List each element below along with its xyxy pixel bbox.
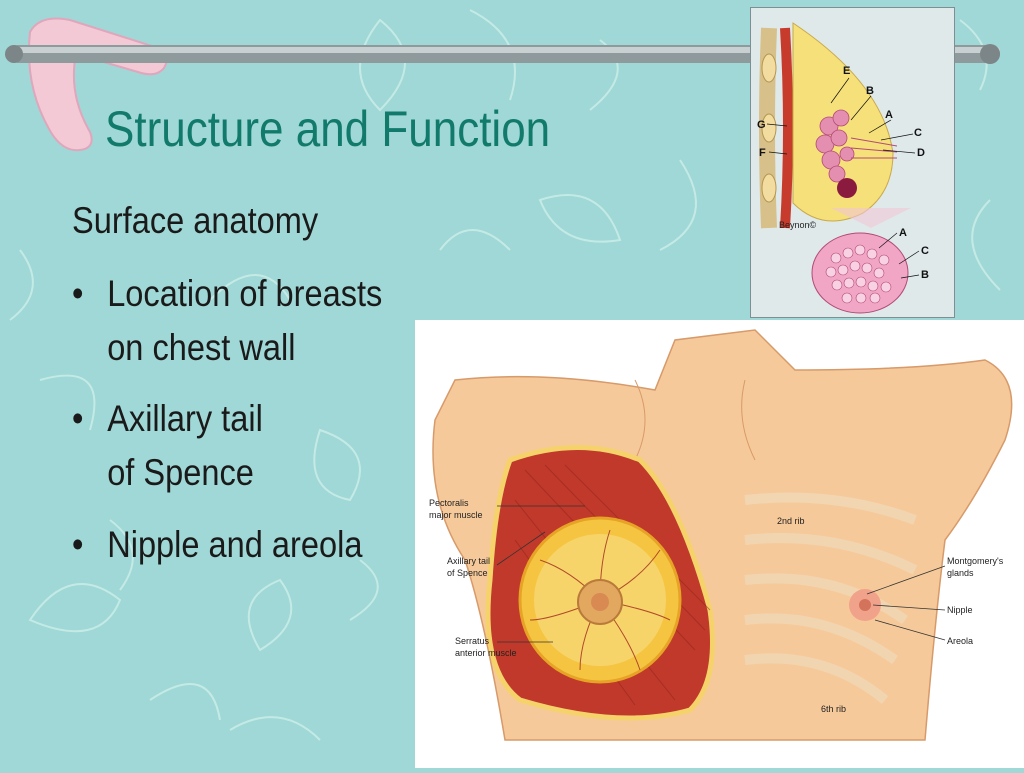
label-montgomery-line2: glands — [947, 568, 974, 578]
bullet-text: Nipple and areola — [107, 524, 363, 565]
label-2nd-rib: 2nd rib — [777, 516, 805, 526]
label-a: A — [885, 109, 893, 121]
label-b: B — [866, 85, 874, 97]
label-nipple: Nipple — [947, 605, 973, 615]
breast-front-view-diagram: Pectoralis major muscle Axillary tail of… — [415, 320, 1024, 768]
label-axillary-line2: of Spence — [447, 568, 488, 578]
bullet-dot: • — [72, 524, 84, 565]
label-f: F — [759, 147, 766, 159]
slide-title: Structure and Function — [105, 101, 551, 157]
bullet-text: Axillary tail — [107, 398, 263, 439]
bullet-text-continued: of Spence — [107, 452, 254, 493]
bullet-text: Location of breasts — [107, 273, 383, 314]
label-g: G — [757, 119, 766, 131]
bullet-dot: • — [72, 273, 84, 314]
bullet-dot: • — [72, 398, 84, 439]
label-a2: A — [899, 227, 907, 239]
label-pectoralis-line1: Pectoralis — [429, 498, 469, 508]
label-pectoralis-line2: major muscle — [429, 510, 483, 520]
illustrator-signature: Beynon© — [779, 220, 817, 230]
label-d: D — [917, 147, 925, 159]
label-c: C — [914, 127, 922, 139]
label-serratus-line1: Serratus — [455, 636, 490, 646]
bullet-text-continued: on chest wall — [107, 327, 296, 368]
bullet-item: • Axillary tail of Spence — [72, 392, 263, 500]
bullet-item: • Nipple and areola — [72, 518, 362, 572]
label-6th-rib: 6th rib — [821, 704, 846, 714]
label-c2: C — [921, 245, 929, 257]
breast-cross-section-diagram: E B A C D G F A C B Beynon© — [750, 7, 955, 318]
label-b2: B — [921, 269, 929, 281]
label-axillary-line1: Axillary tail — [447, 556, 490, 566]
label-montgomery-line1: Montgomery's — [947, 556, 1004, 566]
slide-subtitle: Surface anatomy — [72, 200, 319, 241]
label-e: E — [843, 65, 850, 77]
bullet-item: • Location of breasts on chest wall — [72, 267, 382, 375]
label-serratus-line2: anterior muscle — [455, 648, 517, 658]
label-areola: Areola — [947, 636, 973, 646]
